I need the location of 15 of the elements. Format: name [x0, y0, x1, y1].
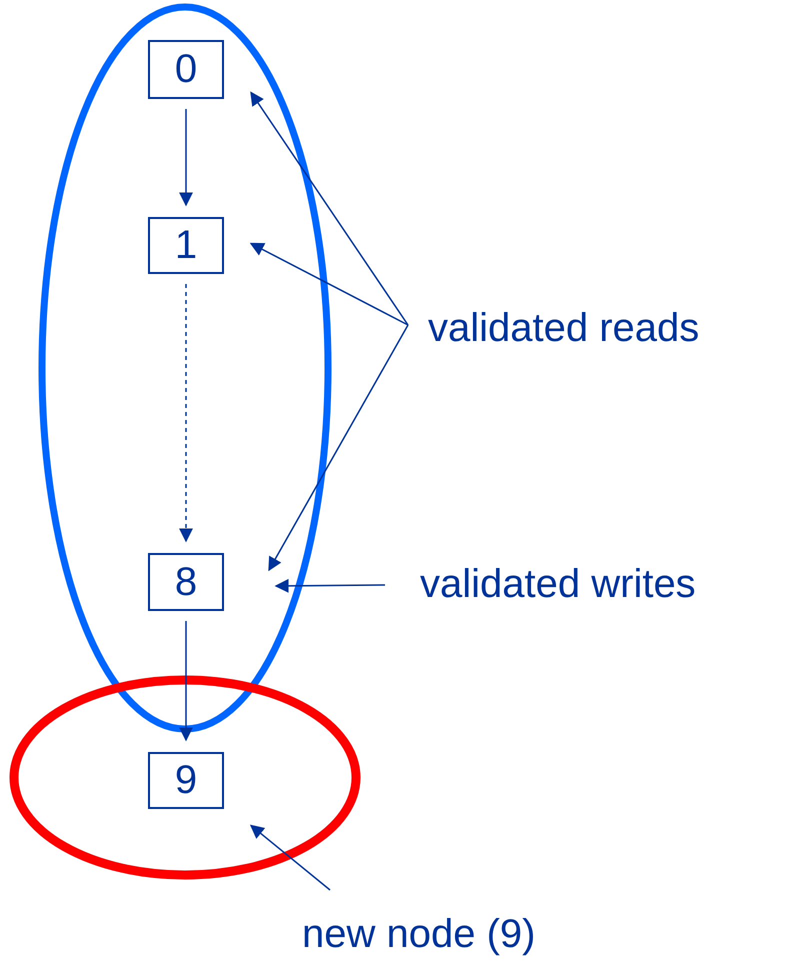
- leader-arrow: [250, 91, 409, 326]
- leader-arrow: [268, 324, 409, 572]
- annotation-label: new node (9): [302, 908, 622, 960]
- leader-arrow: [274, 578, 385, 593]
- leader-arrow: [250, 824, 330, 891]
- arrow: [179, 621, 193, 742]
- leader-arrow: [250, 242, 408, 326]
- node-box: 0: [148, 40, 224, 99]
- arrow: [179, 284, 193, 542]
- arrow: [179, 109, 193, 206]
- node-box: 9: [148, 752, 224, 809]
- annotation-label: validated reads: [428, 302, 790, 354]
- node-box: 1: [148, 217, 224, 274]
- node-box: 8: [148, 553, 224, 611]
- annotation-label: validated writes: [420, 558, 790, 610]
